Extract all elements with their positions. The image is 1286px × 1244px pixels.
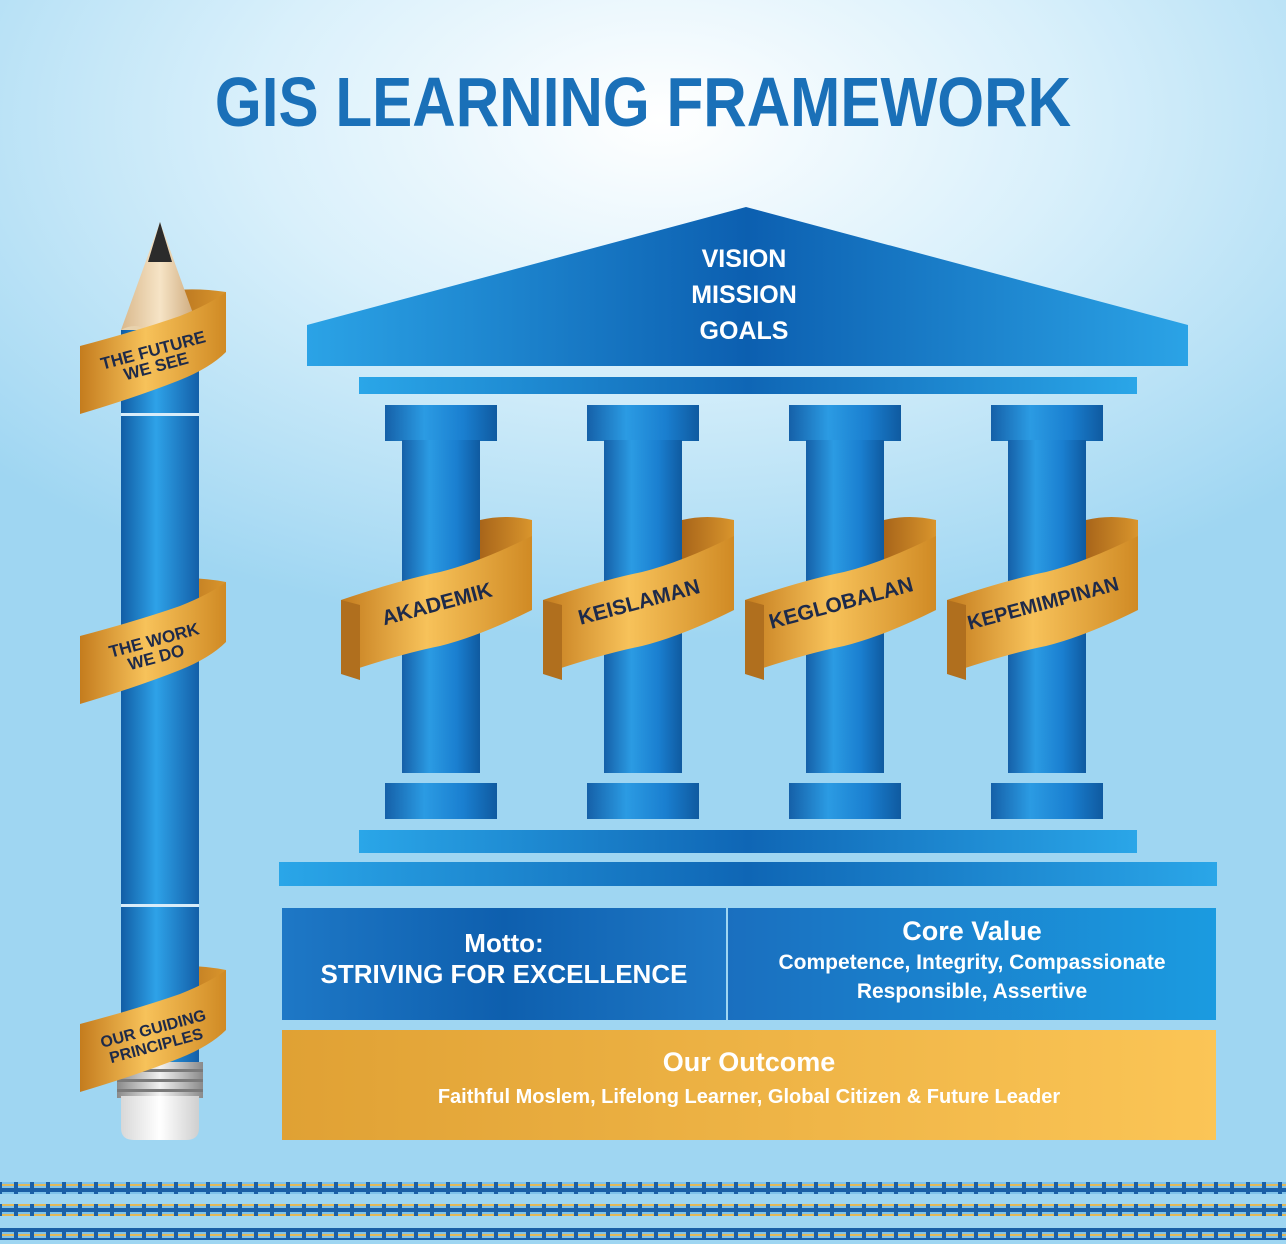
temple: VISION MISSION GOALS (279, 207, 1217, 886)
decorative-border-bottom (0, 1228, 1286, 1240)
base-step (279, 862, 1217, 886)
motto-text: STRIVING FOR EXCELLENCE (320, 959, 688, 989)
motto-title: Motto: (464, 928, 544, 958)
roof-line-mission: MISSION (691, 281, 797, 309)
decorative-border-middle (0, 1204, 1286, 1216)
pencil-body (121, 330, 199, 1065)
top-beam (359, 377, 1137, 394)
ribbon-keislaman: KEISLAMAN (543, 517, 734, 680)
ribbon-akademik: AKADEMIK (341, 517, 532, 680)
pencil-wood-tip (121, 222, 199, 330)
page-title: GIS LEARNING FRAMEWORK (214, 63, 1072, 141)
core-value-line2: Responsible, Assertive (856, 980, 1088, 1003)
motto-box (282, 908, 726, 1020)
ribbon-keglobalan: KEGLOBALAN (745, 517, 936, 680)
pencil-ribbon-work: THE WORK WE DO (80, 582, 226, 704)
pencil: THE FUTURE WE SEE THE WORK WE DO OUR GUI… (80, 222, 226, 1140)
pencil-eraser (121, 1096, 199, 1140)
outcome-title: Our Outcome (662, 1047, 836, 1077)
core-value-box (728, 908, 1216, 1020)
bottom-beam (359, 830, 1137, 853)
outcome-box (282, 1030, 1216, 1140)
pencil-lead (148, 222, 172, 262)
core-value-title: Core Value (902, 916, 1042, 946)
core-value-line1: Competence, Integrity, Compassionate (778, 951, 1166, 974)
roof (307, 207, 1188, 366)
roof-line-vision: VISION (702, 245, 787, 273)
roof-line-goals: GOALS (700, 317, 789, 345)
outcome-text: Faithful Moslem, Lifelong Learner, Globa… (437, 1086, 1061, 1108)
decorative-border-top (0, 1182, 1286, 1194)
